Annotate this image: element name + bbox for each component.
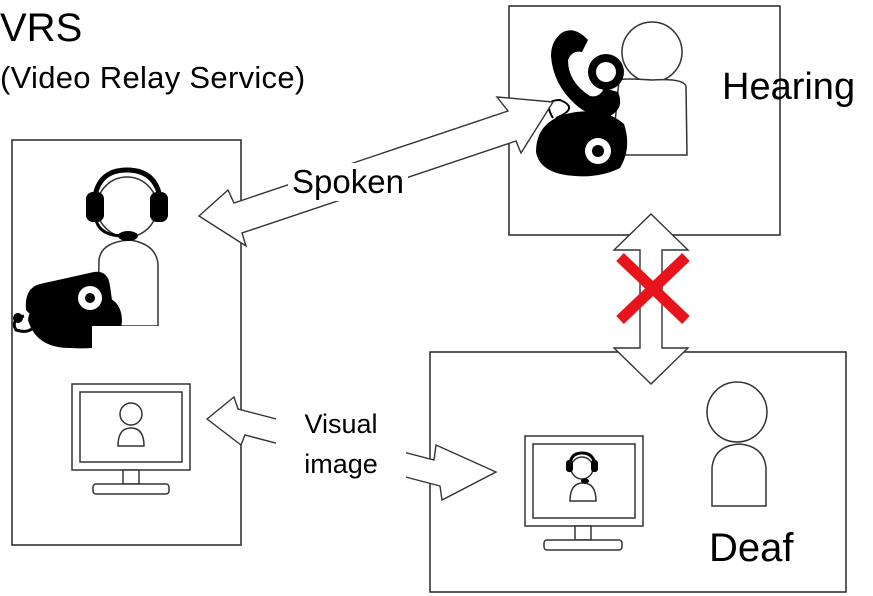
hearing-person-icon xyxy=(611,21,688,156)
interpreter-monitor-icon xyxy=(71,383,191,495)
visual-image-label-line2: image xyxy=(304,449,378,479)
vertical-arrow-icon xyxy=(612,213,690,385)
deaf-monitor-headset-icon xyxy=(566,451,598,484)
deaf-person-icon xyxy=(706,381,768,507)
visual-image-label: Visual image xyxy=(276,404,406,484)
blocked-cross-icon xyxy=(616,253,690,324)
hearing-label: Hearing xyxy=(722,66,856,108)
hearing-telephone-icon xyxy=(536,30,628,177)
visual-image-label-line1: Visual xyxy=(304,409,378,439)
diagram-subtitle: (Video Relay Service) xyxy=(0,60,306,95)
spoken-label: Spoken xyxy=(288,163,408,201)
deaf-label: Deaf xyxy=(709,526,794,570)
headset-icon xyxy=(86,167,168,241)
diagram-title: VRS xyxy=(0,6,83,50)
blank-label-patch xyxy=(92,326,174,364)
